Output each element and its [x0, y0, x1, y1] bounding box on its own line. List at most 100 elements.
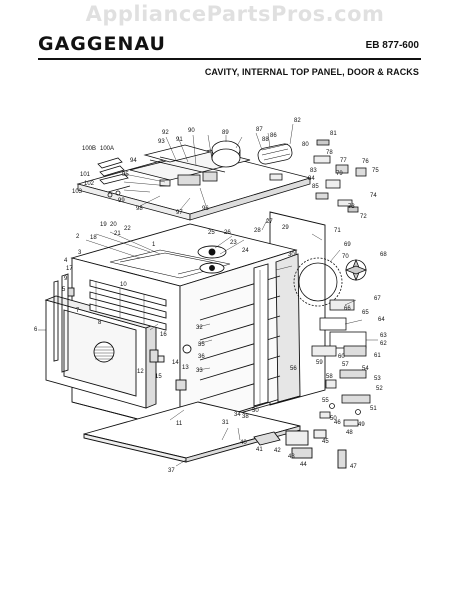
part-label: 67	[374, 296, 381, 302]
base-plate	[83, 401, 347, 469]
part-label: 22	[124, 226, 131, 232]
watermark-text: AppliancePartsPros.com	[85, 2, 385, 26]
leader-lines-body	[38, 217, 378, 467]
part-label: 1	[152, 242, 156, 248]
part-label: 42	[274, 448, 281, 454]
part-label: 6	[34, 327, 38, 333]
part-label: 103	[72, 189, 83, 195]
part-label: 85	[312, 184, 319, 190]
part-label: 91	[176, 137, 183, 143]
part-label: 80	[302, 142, 309, 148]
part-label: 71	[334, 228, 341, 234]
part-label: 28	[254, 228, 261, 234]
diagram-title: CAVITY, INTERNAL TOP PANEL, DOOR & RACKS	[204, 67, 419, 77]
part-label: 77	[340, 158, 347, 164]
part-label: 100A	[100, 146, 114, 152]
part-label: 55	[322, 398, 329, 404]
part-label: 13	[182, 365, 189, 371]
part-label: 62	[380, 341, 387, 347]
part-label: 17	[66, 266, 73, 272]
part-label: 82	[294, 118, 301, 124]
part-label: 89	[222, 130, 229, 136]
part-label: 75	[372, 168, 379, 174]
model-number: EB 877-600	[365, 40, 419, 51]
part-label: 70	[342, 254, 349, 260]
part-label: 60	[338, 354, 345, 360]
part-label: 10	[120, 282, 127, 288]
part-label: 3	[78, 250, 82, 256]
part-label: 24	[242, 248, 249, 254]
part-label: 30	[252, 408, 259, 414]
part-label: 49	[358, 422, 365, 428]
part-label: 18	[90, 235, 97, 241]
part-label: 19	[100, 222, 107, 228]
right-side-components	[293, 257, 371, 427]
part-label: 4	[64, 258, 68, 264]
part-label: 57	[342, 362, 349, 368]
part-label: 5	[62, 287, 66, 293]
part-label: 26	[224, 230, 231, 236]
part-label: 2	[76, 234, 80, 240]
top-panel-assembly	[76, 139, 367, 221]
part-label: 23	[230, 240, 237, 246]
part-label: 78	[326, 150, 333, 156]
part-label: 37	[168, 468, 175, 474]
part-label: 15	[155, 374, 162, 380]
part-label: 43	[288, 454, 295, 460]
part-label: 9	[64, 276, 68, 282]
part-label: 100B	[82, 146, 96, 152]
part-label: 96	[202, 206, 209, 212]
part-label: 66	[344, 306, 351, 312]
part-label: 44	[300, 462, 307, 468]
part-label: 32	[196, 325, 203, 331]
part-label: 40	[240, 440, 247, 446]
part-label: 53	[374, 376, 381, 382]
part-label: 25	[208, 230, 215, 236]
brand-logo: GAGGENAU	[38, 33, 166, 55]
part-label: 92	[162, 130, 169, 136]
part-label: 31	[222, 420, 229, 426]
part-label: 93	[158, 139, 165, 145]
part-label: 76	[362, 159, 369, 165]
part-label: 12	[137, 369, 144, 375]
part-number-labels: 1 2 3 4 5 6 7 8 9 10 11 12 13 14 15 16 1…	[34, 118, 387, 474]
part-label: 34	[234, 412, 241, 418]
header-rule	[38, 58, 421, 60]
part-label: 29	[282, 225, 289, 231]
part-label: 98	[136, 206, 143, 212]
part-label: 94	[130, 158, 137, 164]
part-label: 88	[262, 137, 269, 143]
part-label: 84	[308, 176, 315, 182]
part-label: 47	[350, 464, 357, 470]
part-label: 68	[380, 252, 387, 258]
part-label: 33	[196, 368, 203, 374]
leader-lines-top	[123, 123, 294, 211]
part-label: 48	[346, 430, 353, 436]
part-label: 90	[188, 128, 195, 134]
part-label: 102	[84, 181, 95, 187]
part-label: 45	[322, 439, 329, 445]
part-label: 101	[80, 172, 91, 178]
part-label: 7	[76, 308, 80, 314]
part-label: 54	[362, 366, 369, 372]
part-label: 8	[98, 320, 102, 326]
part-label: 11	[176, 421, 183, 427]
part-label: 30	[288, 252, 295, 258]
part-label: 21	[114, 231, 121, 237]
part-label: 74	[370, 193, 377, 199]
part-label: 58	[326, 374, 333, 380]
part-label: 50	[330, 416, 337, 422]
part-label: 73	[348, 204, 355, 210]
part-label: 36	[198, 354, 205, 360]
part-label: 95	[122, 172, 129, 178]
part-label: 63	[380, 333, 387, 339]
part-label: 81	[330, 131, 337, 137]
part-label: 56	[290, 366, 297, 372]
part-label: 38	[242, 414, 249, 420]
part-label: 41	[256, 447, 263, 453]
part-label: 87	[256, 127, 263, 133]
part-label: 79	[336, 171, 343, 177]
part-label: 69	[344, 242, 351, 248]
part-label: 64	[378, 317, 385, 323]
part-label: 27	[266, 219, 273, 225]
